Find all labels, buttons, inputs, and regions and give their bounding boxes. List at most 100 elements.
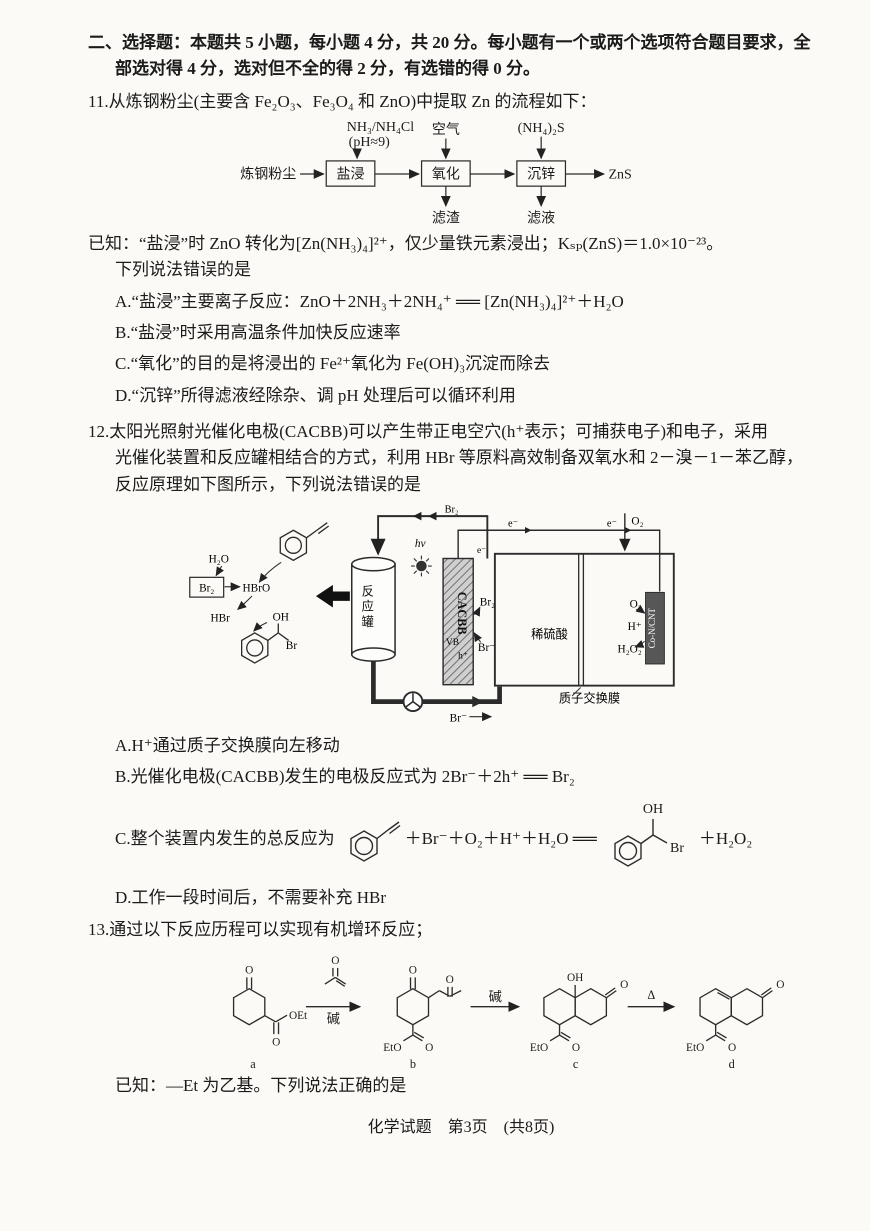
b-ester-o-label: O bbox=[425, 1042, 433, 1054]
q11-stem: 11.从炼钢粉尘(主要含 Fe₂O₃、Fe₃O₄ 和 ZnO)中提取 Zn 的流… bbox=[88, 91, 597, 111]
flow-filtrate-label: 滤液 bbox=[527, 211, 555, 227]
external-wire bbox=[457, 529, 661, 592]
d-ester-o-label: O bbox=[728, 1042, 736, 1054]
q12-apparatus-diagram: Br⁻ 质子交换膜 稀硫酸 CACBB VB h⁺ e⁻ Br₂ Br⁻ bbox=[189, 504, 675, 725]
br-minus-bottom-label: Br⁻ bbox=[450, 713, 467, 725]
base1-label: 碱 bbox=[327, 1010, 340, 1025]
flow-residue-label: 滤渣 bbox=[432, 211, 460, 227]
styrene-structure-optc bbox=[349, 821, 401, 862]
q12-stem-line2: 光催化装置和反应罐相结合的方式，利用 HBr 等原料高效制备双氧水和 2－溴－1… bbox=[115, 448, 804, 468]
q13-reaction-scheme: O OEt O O 碱 O O EtO O 碱 OH O EtO O Δ O E… bbox=[232, 955, 784, 1071]
oh-label: OH bbox=[273, 612, 289, 624]
q12-option-b: B.光催化电极(CACBB)发生的电极反应式为 2Br⁻＋2h⁺ ══ Br₂ bbox=[115, 767, 575, 787]
o2-inlet-label: O₂ bbox=[631, 516, 643, 528]
label-d: d bbox=[729, 1057, 735, 1071]
c-ketone-o-label: O bbox=[620, 978, 628, 990]
label-b: b bbox=[410, 1057, 416, 1071]
hbro-label: HBrO bbox=[243, 583, 271, 595]
d-eto-label: EtO bbox=[686, 1042, 704, 1054]
sun-icon bbox=[411, 555, 432, 577]
br2-box bbox=[189, 576, 225, 598]
acid-label: 稀硫酸 bbox=[531, 627, 568, 642]
q13-known: 已知：—Et 为乙基。下列说法正确的是 bbox=[115, 1075, 407, 1095]
flow-step1-box-label: 盐浸 bbox=[337, 167, 365, 183]
optc-br-label: Br bbox=[670, 841, 684, 856]
q13-stem: 13.通过以下反应历程可以实现有机增环反应； bbox=[88, 920, 433, 940]
c-eto-label: EtO bbox=[530, 1042, 548, 1054]
delta-label: Δ bbox=[647, 988, 655, 1002]
label-a: a bbox=[250, 1057, 256, 1071]
o2-at-cathode-label: O₂ bbox=[630, 599, 642, 611]
electron-label-wire-right: e⁻ bbox=[607, 519, 617, 530]
electron-label-electrode: e⁻ bbox=[477, 546, 486, 556]
o2-to-cathode-arrow bbox=[635, 604, 646, 614]
oh-addition-arrow bbox=[253, 622, 268, 632]
h2o2-formation-arrow bbox=[634, 640, 645, 648]
tank-label: 反应罐 bbox=[360, 585, 374, 630]
hbro-to-hbr-arrow bbox=[237, 595, 253, 611]
flow-reagent3-label: (NH₄)₂S bbox=[518, 121, 565, 136]
tube-arrowhead bbox=[412, 512, 422, 521]
c-oh-label: OH bbox=[567, 972, 583, 984]
q11-prompt: 下列说法错误的是 bbox=[115, 260, 251, 280]
h2o-label: H₂O bbox=[209, 553, 229, 565]
page-footer: 化学试题 第3页 (共8页) bbox=[367, 1118, 555, 1136]
q11-option-b: B.“盐浸”时采用高温条件加快反应速率 bbox=[115, 323, 401, 343]
b-chain-o-label: O bbox=[446, 974, 454, 986]
a-ester-o-label: O bbox=[272, 1036, 280, 1048]
q11-option-a: A.“盐浸”主要离子反应：ZnO＋2NH₃＋2NH₄⁺ ══ [Zn(NH₃)₄… bbox=[115, 291, 624, 311]
tube-arrowhead bbox=[428, 512, 437, 521]
scheme-labels: O OEt O O 碱 O O EtO O 碱 OH O EtO O Δ O E… bbox=[245, 955, 784, 1071]
a-oet-label: OEt bbox=[289, 1010, 308, 1022]
q12-option-d: D.工作一段时间后，不需要补充 HBr bbox=[115, 887, 387, 907]
section-header-line1: 二、选择题：本题共 5 小题，每小题 4 分，共 20 分。每小题有一个或两个选… bbox=[88, 33, 811, 52]
flow-reagent1-ph-label: (pH≈9) bbox=[349, 135, 390, 150]
flow-lines bbox=[300, 136, 605, 208]
base2-label: 碱 bbox=[489, 989, 502, 1004]
membrane-label: 质子交换膜 bbox=[559, 691, 620, 706]
br2-box-label: Br₂ bbox=[199, 583, 214, 595]
flow-product-label: ZnS bbox=[608, 168, 631, 183]
q11-known: 已知：“盐浸”时 ZnO 转化为[Zn(NH₃)₄]²⁺，仅少量铁元素浸出；Kₛ… bbox=[88, 234, 724, 254]
q11-option-d: D.“沉锌”所得滤液经除杂、调 pH 处理后可以循环利用 bbox=[115, 385, 516, 405]
cacbb-electrode bbox=[442, 557, 474, 686]
q12-option-c-pre: C.整个装置内发生的总反应为 bbox=[115, 828, 335, 848]
flow-step2-box-label: 氧化 bbox=[432, 167, 460, 183]
q12-option-c-post: ＋H₂O₂ bbox=[698, 828, 753, 848]
electron-flow-arrowhead bbox=[624, 527, 632, 534]
q12-stem-line1: 12.太阳光照射光催化电极(CACBB)可以产生带正电空穴(h⁺表示；可捕获电子… bbox=[88, 422, 768, 442]
h2o-arrow bbox=[215, 565, 224, 577]
br2-transfer-tube bbox=[370, 515, 489, 559]
label-c: c bbox=[573, 1057, 579, 1071]
styrene-structure bbox=[279, 522, 330, 562]
proton-exchange-membrane bbox=[578, 553, 585, 686]
light-hv-label: hν bbox=[415, 538, 427, 550]
section-header-line2: 部选对得 4 分，选对但不全的得 2 分，有选错的得 0 分。 bbox=[115, 59, 540, 79]
br2-tube-label: Br₂ bbox=[445, 504, 459, 515]
feed-arrow bbox=[315, 584, 350, 608]
br-label: Br bbox=[286, 640, 298, 652]
electron-label-wire-left: e⁻ bbox=[508, 519, 518, 530]
styrene-reaction-arrow bbox=[258, 561, 282, 584]
return-pipe bbox=[371, 656, 502, 705]
electron-flow-arrowhead bbox=[525, 527, 532, 534]
scheme-structures bbox=[232, 967, 773, 1041]
hbr-label: HBr bbox=[210, 613, 230, 625]
hole-label: h⁺ bbox=[458, 651, 468, 661]
membrane-pointer bbox=[571, 687, 581, 697]
cathode-electrode bbox=[645, 592, 665, 665]
a-ketone-o-label: O bbox=[245, 964, 253, 976]
b-ketone-o-label: O bbox=[409, 964, 417, 976]
pump-icon bbox=[402, 691, 424, 713]
b-eto-label: EtO bbox=[383, 1042, 401, 1054]
br-minus-oxidation-arrow bbox=[473, 632, 482, 643]
cathode-label: Co-N/CNT bbox=[647, 608, 657, 649]
bromohydrin-product-structure bbox=[241, 623, 290, 664]
flow-input-label: 炼钢粉尘 bbox=[240, 167, 296, 183]
optc-oh-label: OH bbox=[643, 802, 663, 817]
flow-step3-box-label: 沉锌 bbox=[527, 167, 555, 183]
pipe-arrowhead bbox=[472, 696, 484, 708]
q12-option-c: C.整个装置内发生的总反应为 ＋Br⁻＋O₂＋H⁺＋H₂O ══ bbox=[115, 793, 834, 885]
c-ester-o-label: O bbox=[572, 1042, 580, 1054]
